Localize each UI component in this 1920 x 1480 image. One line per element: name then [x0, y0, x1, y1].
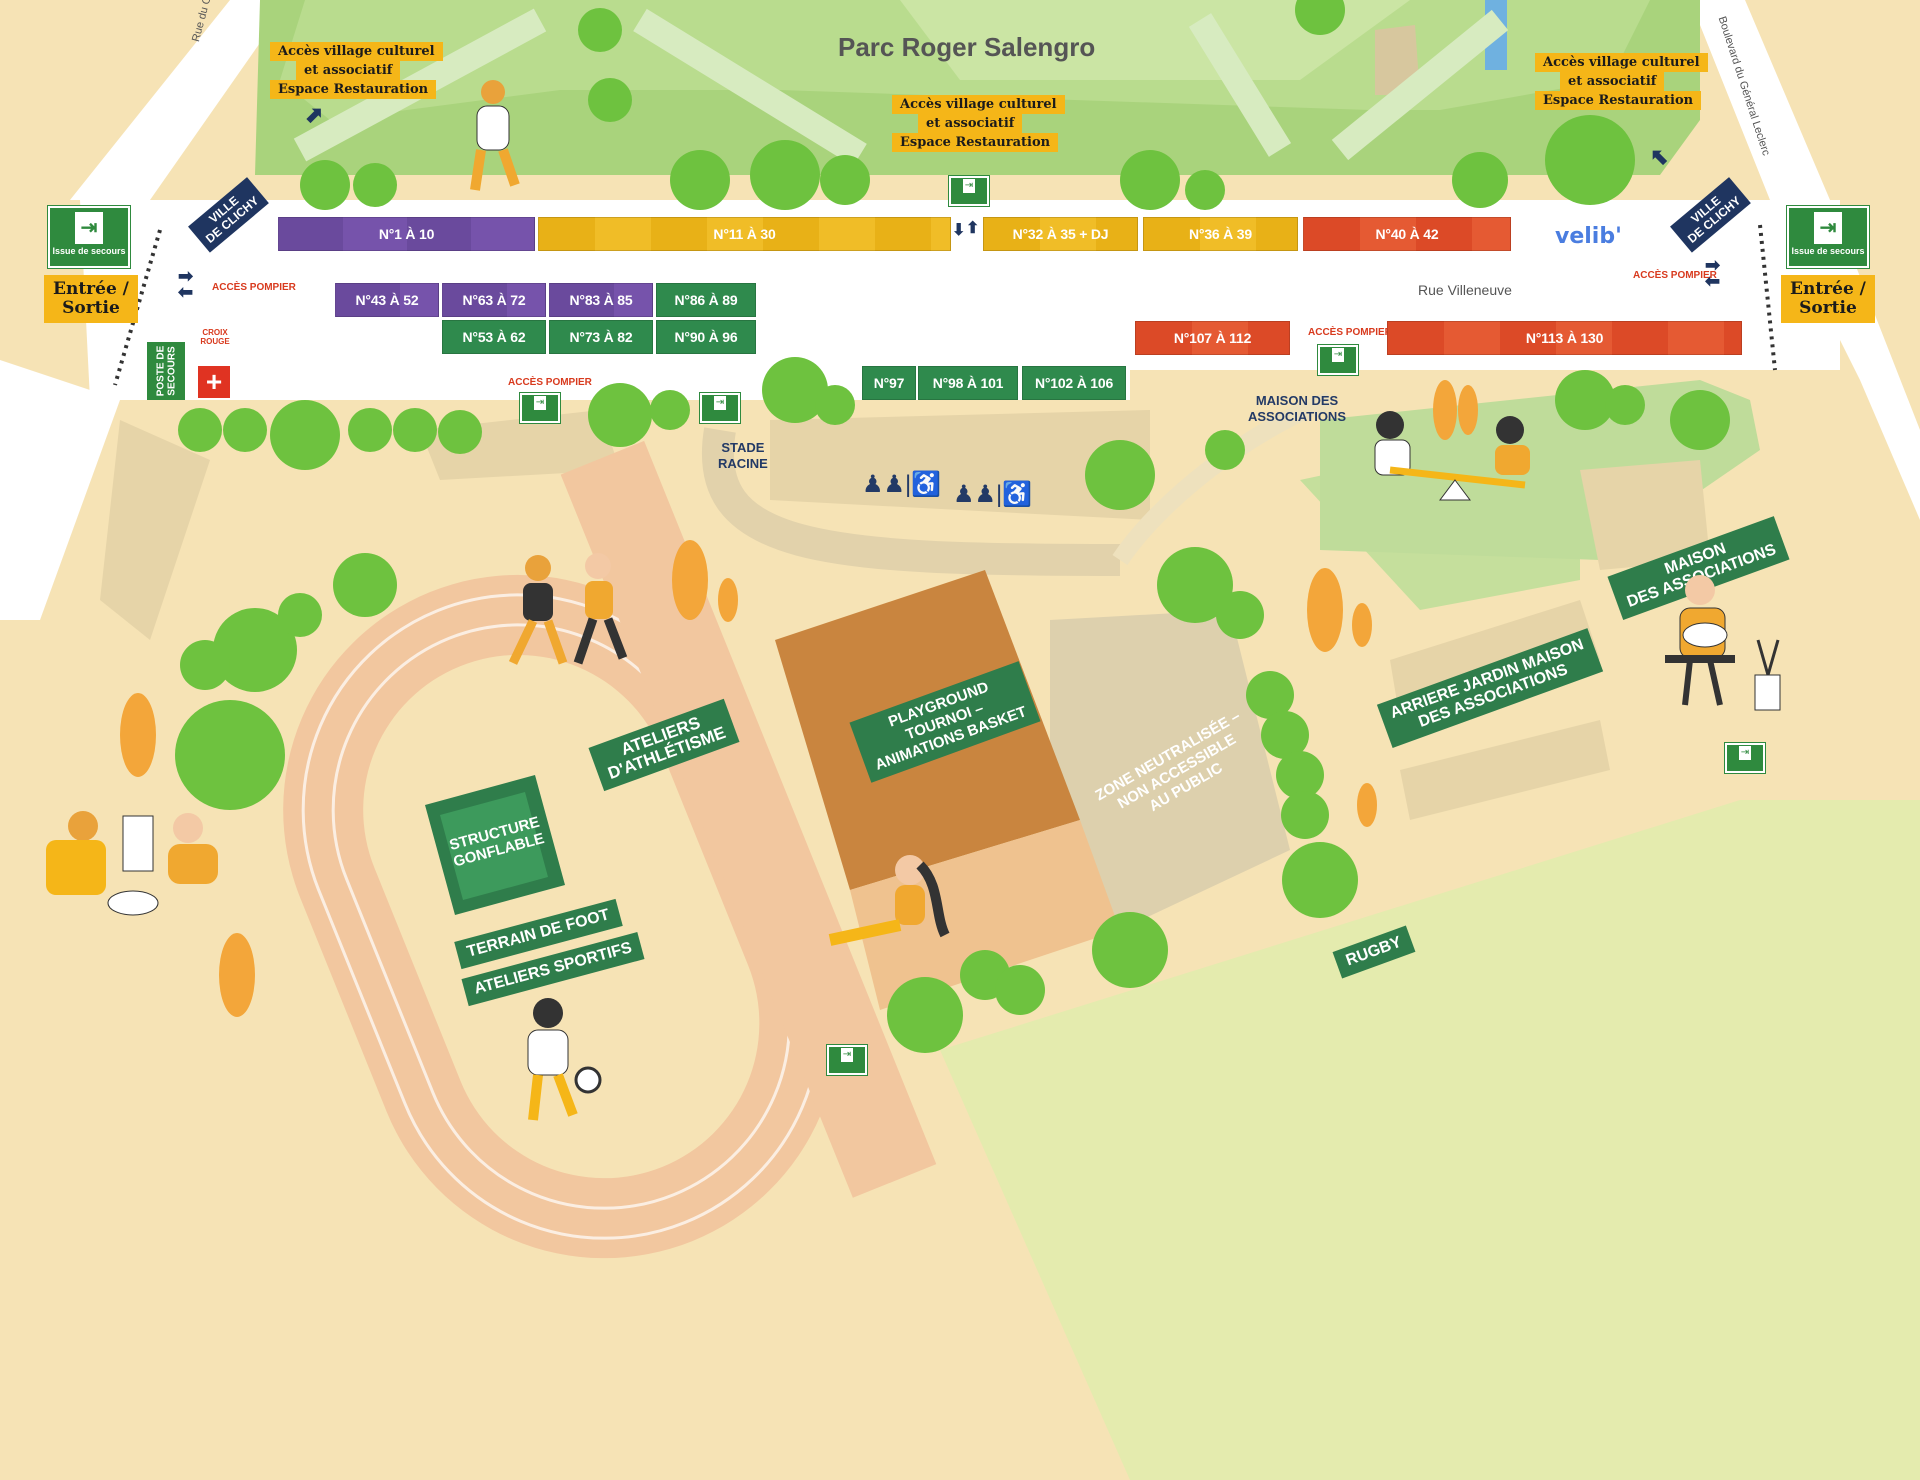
entrance-left[interactable]: Entrée / Sortie: [44, 275, 138, 323]
stall-block[interactable]: N°40 À 42: [1303, 217, 1511, 251]
emergency-exit-sign-right: ⇥ Issue de secours: [1786, 205, 1870, 269]
stall-block[interactable]: N°90 À 96: [656, 320, 756, 354]
entrance-line: Entrée /: [53, 279, 129, 299]
exit-label: Issue de secours: [52, 246, 126, 256]
access-line: et associatif: [296, 61, 401, 80]
emergency-exit-mini: ⇥: [1724, 742, 1766, 774]
neutral-zone: [1050, 610, 1290, 930]
stall-block[interactable]: N°43 À 52: [335, 283, 439, 317]
croix-rouge: CROIX ROUGE +: [196, 328, 232, 400]
autumn-trees: [120, 380, 1478, 1017]
street-left: [70, 0, 290, 200]
running-man-exit-icon: ⇥: [75, 212, 103, 244]
acces-pompier-center-left: ACCÈS POMPIER: [508, 377, 592, 388]
access-line: Espace Restauration: [1535, 91, 1702, 110]
access-line: Espace Restauration: [270, 80, 437, 99]
running-man-exit-icon: ⇥: [1814, 212, 1842, 244]
stall-block[interactable]: N°36 À 39: [1143, 217, 1298, 251]
stall-block[interactable]: N°63 À 72: [442, 283, 546, 317]
label-line: MAISON DES: [1255, 393, 1339, 408]
stall-block[interactable]: N°107 À 112: [1135, 321, 1290, 355]
stall-block[interactable]: N°113 À 130: [1387, 321, 1742, 355]
emergency-exit-mini: ⇥: [826, 1044, 868, 1076]
emergency-exit-mini: ⇥: [519, 392, 561, 424]
running-man-exit-icon: ⇥: [841, 1048, 853, 1062]
entrance-line: Sortie: [1799, 298, 1857, 318]
croix-line: ROUGE: [200, 337, 230, 346]
stall-block[interactable]: N°32 À 35 + DJ: [983, 217, 1138, 251]
access-line: et associatif: [1560, 72, 1665, 91]
red-cross-icon: +: [198, 366, 230, 398]
street-right: [1690, 0, 1830, 200]
stall-block[interactable]: N°1 À 10: [278, 217, 535, 251]
runners-illustration: [498, 548, 643, 673]
running-man-exit-icon: ⇥: [534, 396, 546, 410]
acces-pompier-left: ACCÈS POMPIER: [212, 282, 296, 293]
street-label-villeneuve: Rue Villeneuve: [1418, 282, 1512, 298]
toilets-accessible-icon: ♟♟|♿: [862, 471, 942, 498]
running-man-exit-icon: ⇥: [963, 179, 975, 193]
access-line: Espace Restauration: [892, 133, 1059, 152]
running-man-exit-icon: ⇥: [1332, 348, 1344, 362]
guitar-player-illustration: [1650, 560, 1795, 715]
poste-line: SECOURS: [166, 346, 178, 396]
stall-block[interactable]: N°86 À 89: [656, 283, 756, 317]
poste-line: POSTE DE: [155, 345, 167, 397]
stall-block[interactable]: N°73 À 82: [549, 320, 653, 354]
soccer-player-illustration: [503, 995, 608, 1125]
two-way-vertical-arrows-icon: ⬇: [952, 222, 966, 239]
croix-line: CROIX: [202, 328, 228, 337]
access-line: Accès village culturel: [270, 42, 443, 61]
rugby-field: [940, 800, 1920, 1480]
maison-associations-label: MAISON DES ASSOCIATIONS: [1248, 393, 1346, 425]
exit-label: Issue de secours: [1791, 246, 1865, 256]
up-arrow-icon: ⬆: [966, 220, 980, 237]
emergency-exit-mini: ⇥: [699, 392, 741, 424]
poste-de-secours: POSTE DE SECOURS: [147, 342, 185, 400]
access-line: Accès village culturel: [1535, 53, 1708, 72]
arrow-up-left-icon: ⬉: [1650, 144, 1669, 169]
trees: [175, 0, 1730, 1053]
access-line: et associatif: [918, 114, 1023, 133]
jumping-person-illustration: [455, 70, 525, 200]
two-way-arrows-icon: ➡⬅: [1705, 255, 1721, 291]
acces-pompier-center-right: ACCÈS POMPIER: [1308, 327, 1392, 338]
velib-logo: velib': [1555, 224, 1622, 249]
stall-block[interactable]: N°53 À 62: [442, 320, 546, 354]
running-man-exit-icon: ⇥: [1739, 746, 1751, 760]
arrow-up-right-icon: ⬈: [305, 102, 324, 127]
stade-racine-label: STADE RACINE: [718, 440, 768, 472]
two-way-arrows-icon: ➡⬅: [178, 266, 194, 302]
stall-block[interactable]: N°11 À 30: [538, 217, 951, 251]
stall-block[interactable]: N°102 À 106: [1022, 366, 1126, 400]
label-line: RACINE: [718, 456, 768, 471]
entrance-line: Sortie: [62, 298, 120, 318]
emergency-exit-mini: ⇥: [1317, 344, 1359, 376]
entrance-line: Entrée /: [1790, 279, 1866, 299]
acces-pompier-right: ACCÈS POMPIER: [1633, 270, 1717, 281]
toilets-accessible-icon: ♟♟|♿: [953, 481, 1033, 508]
resting-woman-illustration: [820, 845, 950, 955]
board-game-players-illustration: [38, 808, 238, 918]
emergency-exit-mini: ⇥: [948, 175, 990, 207]
label-line: STADE: [721, 440, 765, 455]
seesaw-children-illustration: [1360, 405, 1535, 505]
park-title: Parc Roger Salengro: [838, 32, 1096, 62]
running-man-exit-icon: ⇥: [714, 396, 726, 410]
emergency-exit-sign-left: ⇥ Issue de secours: [47, 205, 131, 269]
access-line: Accès village culturel: [892, 95, 1065, 114]
stall-block[interactable]: N°97: [862, 366, 916, 400]
stall-block[interactable]: N°83 À 85: [549, 283, 653, 317]
stall-block[interactable]: N°98 À 101: [918, 366, 1018, 400]
entrance-right[interactable]: Entrée / Sortie: [1781, 275, 1875, 323]
label-line: ASSOCIATIONS: [1248, 409, 1346, 424]
